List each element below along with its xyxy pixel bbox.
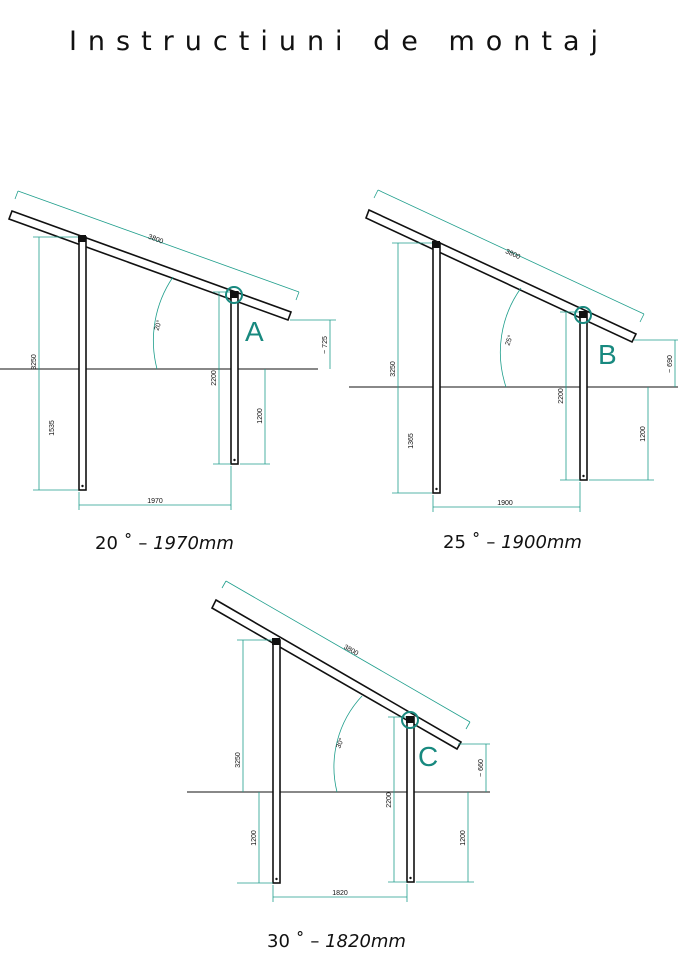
rear-post-embed-label: 1200: [257, 408, 264, 424]
beam-length-label: 3800: [342, 644, 359, 658]
front-post-embed-label: 1200: [251, 830, 258, 846]
rear-post-anchor: [582, 474, 585, 478]
connection-label: B: [598, 339, 617, 370]
connection-highlight: [574, 306, 592, 324]
diagram-30-degrees: 3800 3250 1200 2200 1200 ~ 660 1820 30° …: [187, 580, 490, 952]
rear-post: [230, 291, 239, 465]
front-post-anchor: [81, 484, 84, 488]
caption-length: 1900mm: [501, 532, 582, 553]
connection-highlight: [225, 286, 243, 304]
beam-length-label: 3800: [504, 248, 521, 261]
roof-beam: [7, 209, 293, 322]
front-post-height-label: 3250: [31, 354, 38, 370]
connection-label: C: [418, 741, 438, 772]
caption: 20 ˚ – 1970mm: [95, 533, 234, 554]
rear-post-height-label: 2200: [558, 388, 565, 404]
overhang-label: ~ 725: [322, 336, 329, 354]
front-post-height-label: 3250: [235, 752, 242, 768]
rear-post-embed-label: 1200: [460, 830, 467, 846]
caption-angle: 30 ˚ –: [267, 931, 319, 952]
caption-angle: 20 ˚ –: [95, 533, 147, 554]
front-post-embed-label: 1365: [408, 433, 415, 449]
rear-post: [406, 716, 415, 883]
roof-beam: [364, 208, 638, 344]
front-post-anchor: [435, 487, 438, 491]
beam-length-label: 3800: [147, 234, 164, 246]
post-spacing-label: 1820: [332, 890, 348, 897]
rear-post-joint: [579, 311, 587, 318]
rear-post-height-label: 2200: [386, 792, 393, 808]
front-post: [78, 236, 87, 491]
caption-length: 1970mm: [153, 533, 234, 554]
connection-label: A: [245, 316, 264, 347]
rear-post-height-label: 2200: [211, 370, 218, 386]
connection-highlight: [401, 711, 419, 729]
page-title: Instructiuni de montaj: [68, 26, 610, 57]
angle-label: 30°: [334, 737, 346, 750]
rear-post-embed-label: 1200: [640, 426, 647, 442]
front-post: [272, 639, 281, 884]
overhang-label: ~ 690: [667, 355, 674, 373]
front-post-height-label: 3250: [390, 361, 397, 377]
angle-label: 20°: [153, 319, 164, 332]
caption-length: 1820mm: [325, 931, 406, 952]
post-spacing-label: 1900: [497, 500, 513, 507]
front-post-joint: [272, 638, 280, 645]
diagram-20-degrees: 3800 3250 1535 2200 1200 ~ 725 1970 20° …: [0, 190, 336, 554]
diagram-25-degrees: 3800 3250 1365 2200 1200 ~ 690 1900 25° …: [349, 189, 678, 553]
front-post: [432, 242, 441, 494]
rear-post-joint: [230, 291, 238, 298]
caption: 30 ˚ – 1820mm: [267, 931, 406, 952]
post-spacing-label: 1970: [147, 498, 163, 505]
front-post-anchor: [275, 877, 278, 881]
caption-angle: 25 ˚ –: [443, 532, 495, 553]
angle-label: 25°: [504, 334, 515, 347]
caption: 25 ˚ – 1900mm: [443, 532, 582, 553]
front-post-joint: [432, 241, 440, 248]
front-post-joint: [78, 235, 86, 242]
roof-beam: [210, 598, 463, 751]
rear-post-joint: [406, 716, 414, 723]
front-post-embed-label: 1535: [49, 420, 56, 436]
overhang-label: ~ 660: [478, 759, 485, 777]
rear-post-anchor: [409, 876, 412, 880]
rear-post: [579, 311, 588, 481]
rear-post-anchor: [233, 458, 236, 462]
